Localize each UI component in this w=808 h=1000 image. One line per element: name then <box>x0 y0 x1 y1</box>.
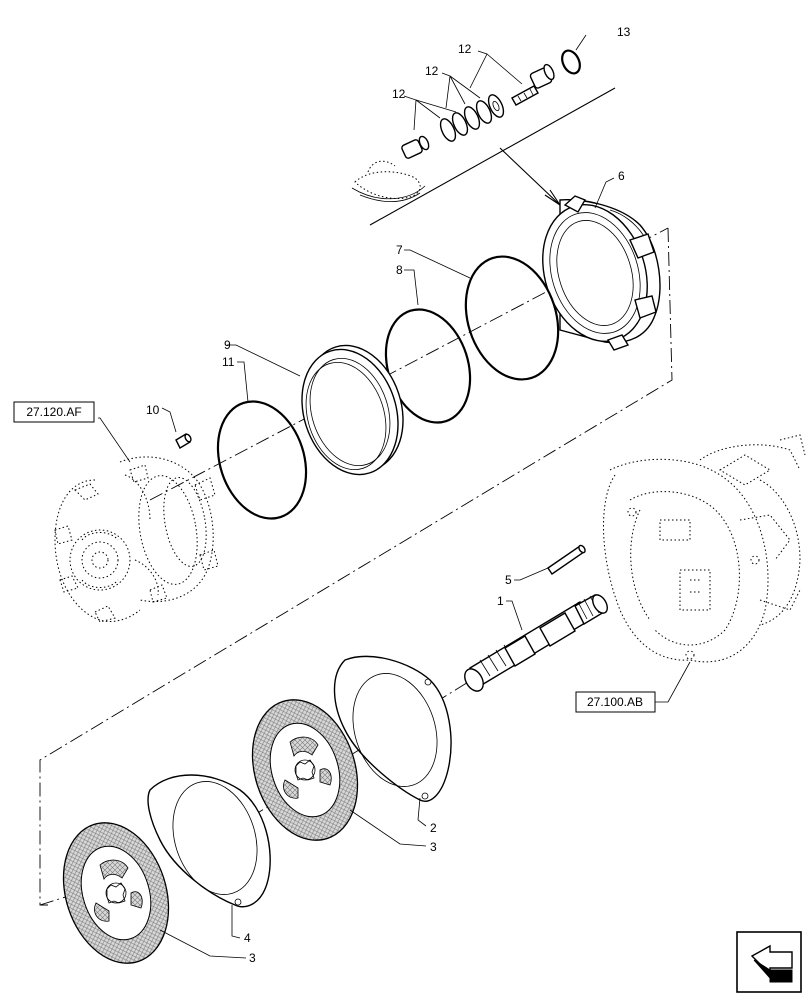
separator-plate-2 <box>333 655 452 802</box>
left-hub-housing <box>54 456 219 623</box>
seal-ring-11 <box>216 400 308 520</box>
dowel-pin-10 <box>175 433 192 449</box>
callout-1: 1 <box>497 594 504 608</box>
callout-8: 8 <box>396 263 403 277</box>
ref-box-left[interactable]: 27.120.AF <box>13 401 95 423</box>
callout-9: 9 <box>224 338 231 352</box>
callout-7: 7 <box>396 243 403 257</box>
ref-label-27-100-ab[interactable]: 27.100.AB <box>587 695 643 709</box>
separator-plate-4 <box>147 774 271 908</box>
drive-shaft <box>464 594 608 692</box>
callout-3-upper: 3 <box>430 840 437 854</box>
spring-plug <box>401 135 430 159</box>
o-ring-13 <box>561 49 581 75</box>
callout-2: 2 <box>430 821 437 835</box>
callout-13: 13 <box>617 25 631 39</box>
plunger-pin <box>511 63 555 106</box>
spring-stack <box>439 94 505 142</box>
callout-12-mid: 12 <box>425 64 439 78</box>
callout-10: 10 <box>146 403 160 417</box>
roll-pin-5 <box>547 544 586 575</box>
spring-detail-inset <box>351 49 616 226</box>
callout-6: 6 <box>618 169 625 183</box>
arrow-left-icon[interactable] <box>736 931 802 993</box>
callout-3-lower: 3 <box>249 951 256 965</box>
callout-5: 5 <box>505 573 512 587</box>
seal-ring-7 <box>464 255 560 381</box>
ref-label-27-120-af[interactable]: 27.120.AF <box>26 405 81 419</box>
ref-box-right[interactable]: 27.100.AB <box>575 691 656 713</box>
right-axle-housing <box>603 434 806 663</box>
friction-disc-upper <box>251 699 359 841</box>
callout-numbers: 13 12 12 12 6 7 8 9 11 10 5 1 2 3 4 3 <box>146 25 631 965</box>
callout-11: 11 <box>222 355 235 369</box>
callout-12-top: 12 <box>458 42 472 56</box>
piston-housing <box>542 195 661 351</box>
leader-lines <box>98 34 691 959</box>
piston <box>301 344 404 476</box>
callout-12-low: 12 <box>392 87 406 101</box>
callout-4: 4 <box>244 931 251 945</box>
friction-disc-lower <box>62 822 170 964</box>
